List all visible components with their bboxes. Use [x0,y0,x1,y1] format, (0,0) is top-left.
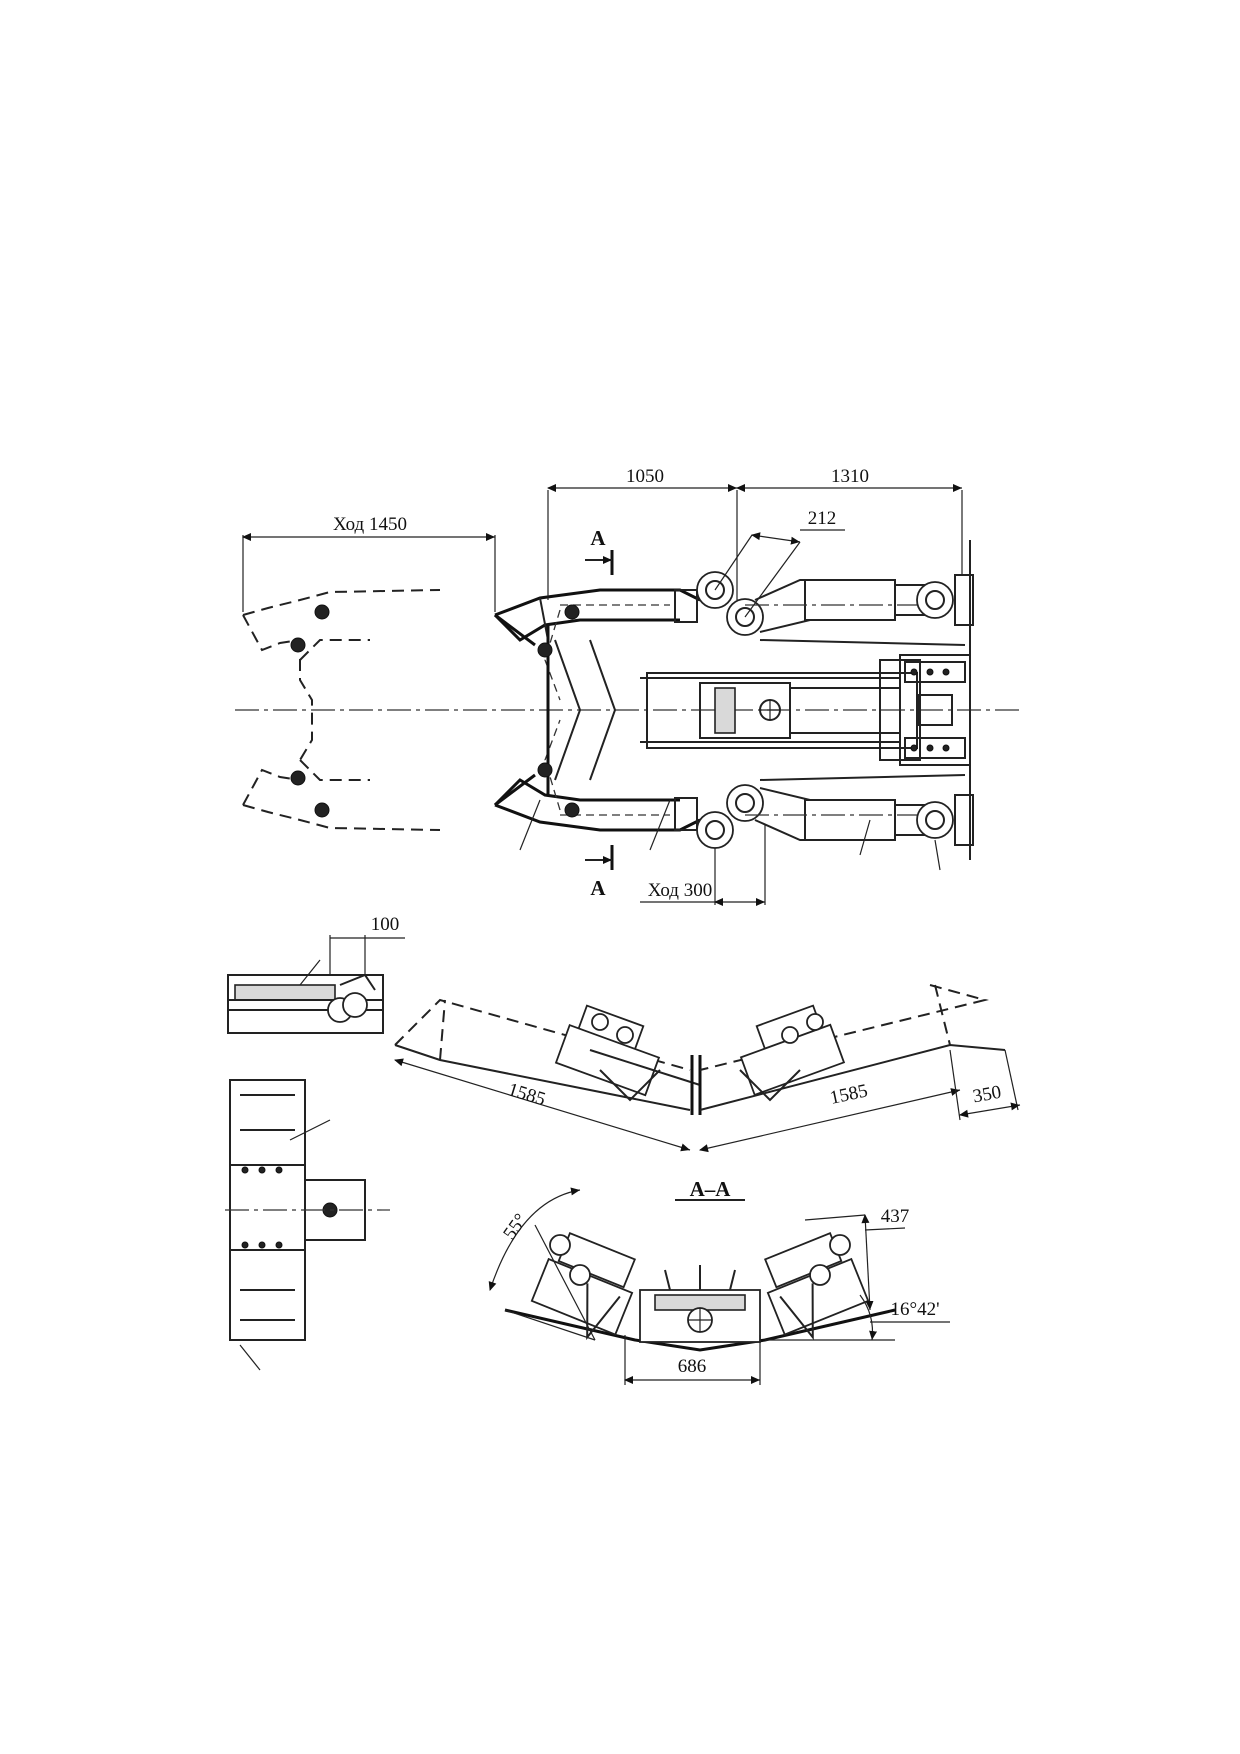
dim-437: 437 [881,1206,910,1227]
section-markers: А А [585,526,614,900]
canopy-frame [493,588,701,832]
dim-1585-right: 1585 [828,1080,870,1108]
dim-stroke-300-label: Ход 300 [648,880,712,901]
section-marker-top: А [590,526,606,550]
dim-stroke-1450: Ход 1450 [242,514,496,612]
bottom-left-plan [225,1079,390,1371]
dim-350: 350 [971,1082,1003,1108]
ghost-position [242,589,441,831]
angle-55: 55° [499,1210,531,1244]
section-title: А–А [690,1177,732,1201]
dim-212: 212 [714,508,845,618]
angle-16-42: 16°42' [890,1299,939,1320]
dim-stroke-300: Ход 300 [640,825,766,906]
dim-stroke-label: Ход 1450 [333,514,407,535]
dim-1310: 1310 [831,466,869,487]
section-a-a: А–А 55° [488,1177,950,1385]
upper-cylinder [696,571,974,646]
dim-1050: 1050 [626,466,664,487]
dim-686: 686 [678,1356,707,1377]
section-marker-bottom: А [590,876,606,900]
dim-212-label: 212 [808,508,837,529]
lower-cylinder [696,774,974,849]
side-view: 100 [227,914,405,1034]
dim-1585-left: 1585 [505,1079,547,1110]
dim-top: 1050 1310 [547,466,963,600]
dim-100-label: 100 [371,914,400,935]
plan-view: 1050 1310 Ход 1450 212 Ход 300 [235,466,1020,906]
canopy-unfolded-view: 1585 1585 350 [394,984,1021,1153]
